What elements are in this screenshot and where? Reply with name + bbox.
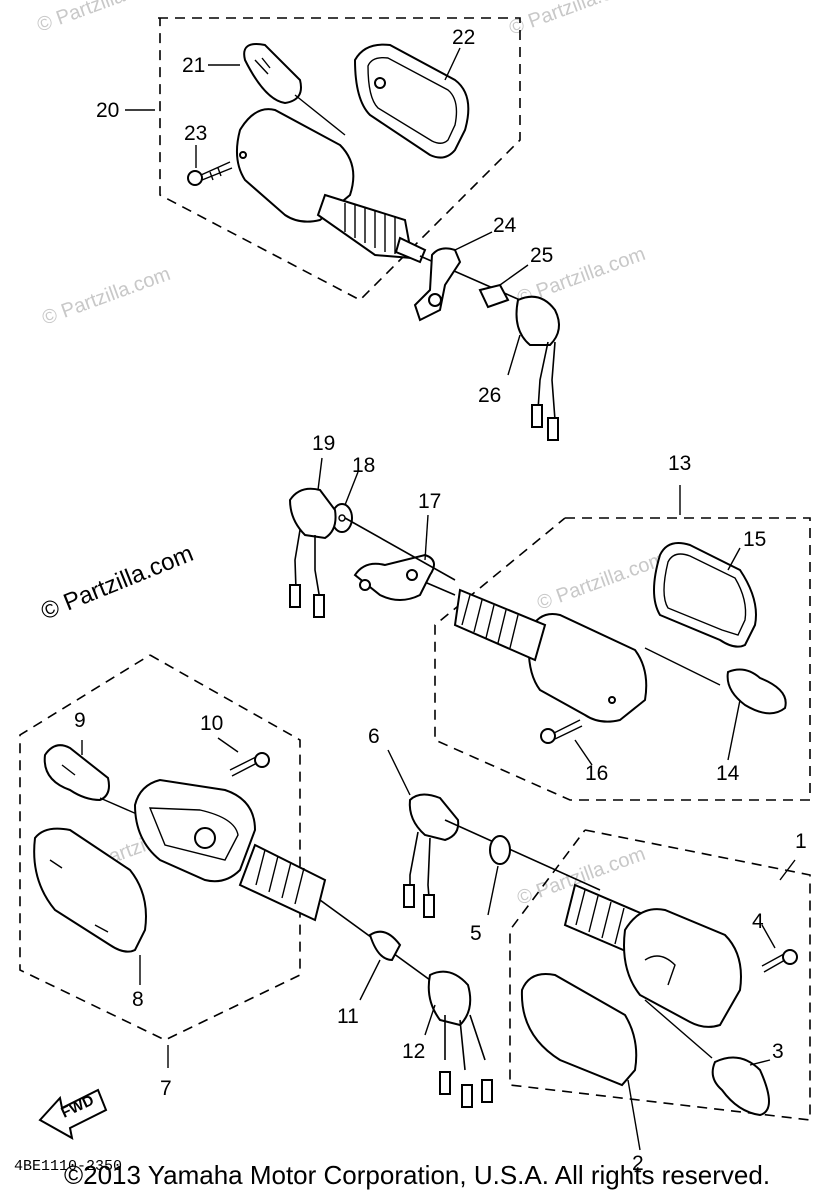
bracket-24 [413,231,493,322]
wiring-11-12 [319,899,493,1108]
housing-1 [563,883,742,1028]
housing-20 [235,108,521,301]
screw-10 [217,737,270,777]
callout-3: 3 [772,1040,784,1063]
callout-17: 17 [418,490,441,513]
housing-13 [419,579,648,723]
callout-14: 14 [716,762,740,785]
callout-4: 4 [752,910,764,933]
diagram-code: 4BE1110-2350 [14,1158,122,1175]
callout-16: 16 [585,762,608,785]
grommet-26 [507,295,560,441]
callout-6: 6 [368,725,380,748]
label-13: 13 [668,452,691,475]
fwd-arrow: FWD [38,1088,108,1140]
watermark: © Partzilla.com [506,0,640,40]
callout-12: 12 [402,1040,425,1063]
callout-24: 24 [493,214,517,237]
callout-23: 23 [184,122,207,145]
watermark: © Partzilla.com [34,0,168,37]
nut-18 [331,471,359,533]
callout-21: 21 [182,54,205,77]
grommet-19 [288,457,456,618]
callout-8: 8 [132,988,144,1011]
callout-11: 11 [337,1005,359,1028]
bulb-21 [208,43,346,136]
screw-16 [540,719,593,766]
callout-22: 22 [452,26,475,49]
callout-25: 25 [530,244,553,267]
group-13: 13 [419,452,811,801]
screw-23 [187,145,233,186]
callout-26: 26 [478,384,501,407]
wiring-5-6 [387,749,601,918]
copyright-footer: ©2013 Yamaha Motor Corporation, U.S.A. A… [63,1160,771,1190]
lens-8 [33,827,147,985]
watermark: © Partzilla.com [39,263,173,330]
group-7: 7 [19,654,327,1100]
bracket-17 [353,514,435,601]
callout-19: 19 [312,432,335,455]
label-7: 7 [160,1077,172,1100]
lens-2 [520,973,641,1151]
lens-15 [653,542,757,648]
bulb-14 [644,647,787,761]
lens-22 [353,43,470,159]
label-1: 1 [795,830,807,853]
callout-10: 10 [200,712,223,735]
callout-5: 5 [470,922,482,945]
group-20: 20 [96,17,560,441]
watermark-main: © Partzilla.com [37,540,197,626]
nut-25 [478,264,529,309]
label-20: 20 [96,99,119,122]
callout-9: 9 [74,709,86,732]
screw-4 [761,924,798,973]
bulb-3 [644,999,771,1117]
housing-7 [133,778,327,922]
watermark: © Partzilla.com [534,548,668,615]
group-1: 1 [509,829,811,1151]
callout-labels: 2 3 4 5 6 8 9 10 11 12 14 15 16 17 18 19… [74,26,784,1175]
callout-2: 2 [632,1152,644,1175]
callout-15: 15 [743,528,766,551]
callout-18: 18 [352,454,375,477]
